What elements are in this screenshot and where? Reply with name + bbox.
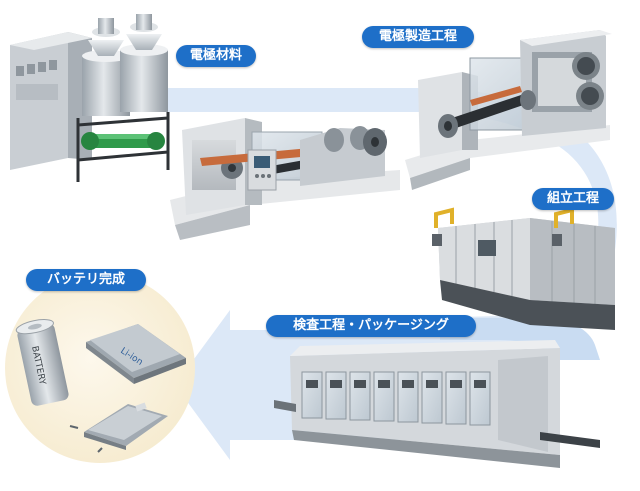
electrode-machine-illustration: [405, 30, 612, 190]
step-label-material: 電極材料: [176, 45, 256, 67]
assembly-machine-illustration: [432, 207, 615, 330]
step-label-inspection: 検査工程・パッケージング: [266, 315, 476, 337]
step-label-assembly: 組立工程: [532, 188, 614, 210]
mixer-machine-illustration: [10, 14, 170, 182]
step-label-manufacturing: 電極製造工程: [362, 26, 474, 48]
cylinder-battery-illustration: BATTERY: [15, 319, 69, 406]
step-label-complete: バッテリ完成: [26, 269, 146, 291]
inspection-line-illustration: [274, 340, 600, 468]
laminate-battery-illustration: [69, 402, 168, 453]
pouch-battery-illustration: Li-ion: [86, 324, 186, 384]
coater-machine-illustration: [170, 118, 400, 240]
